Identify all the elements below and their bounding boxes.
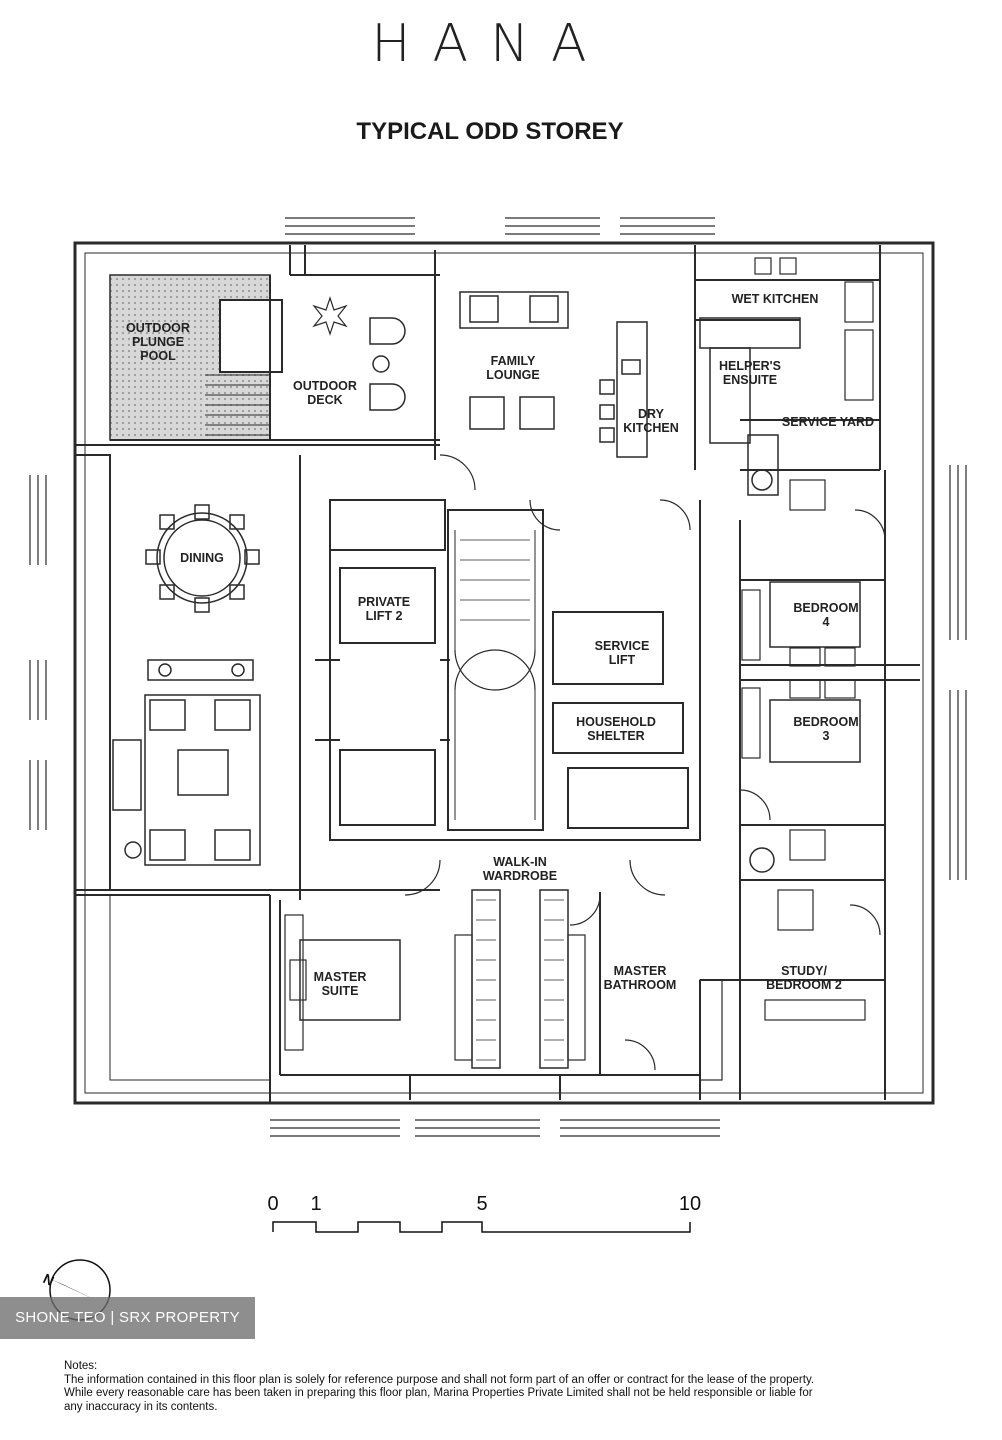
louvers-right: [949, 465, 967, 880]
dining-table: [145, 504, 260, 613]
louvers-bottom: [270, 1119, 720, 1137]
master-suite-walls: [279, 889, 866, 1100]
notes-line: While every reasonable care has been tak…: [64, 1387, 813, 1399]
label-wet-kitchen: WET KITCHEN: [732, 292, 819, 306]
label-study-bedroom-2: STUDY/BEDROOM 2: [766, 964, 842, 992]
louvers-left: [29, 475, 47, 830]
door-swings: [404, 454, 886, 1071]
living-furniture: [112, 659, 261, 866]
north-label: N: [41, 1270, 57, 1289]
bedroom-walls: [699, 470, 920, 1100]
family-lounge-furniture: [459, 291, 569, 430]
scale-label-0: 0: [267, 1193, 278, 1215]
notes-line: The information contained in this floor …: [64, 1373, 815, 1386]
scale-bar: 0 1 5 10: [267, 1193, 701, 1233]
scale-label-1: 1: [310, 1193, 321, 1215]
louvers-top: [285, 217, 715, 235]
label-service-yard: SERVICE YARD: [782, 415, 874, 429]
scale-label-5: 5: [476, 1193, 487, 1215]
brand-logo: HANA: [371, 14, 609, 74]
label-dining: DINING: [180, 551, 224, 565]
plan-title: TYPICAL ODD STOREY: [356, 118, 624, 145]
core-walls: [315, 499, 701, 841]
watermark: SHONE TEO | SRX PROPERTY: [0, 1297, 255, 1339]
wet-kitchen-area: [694, 245, 881, 496]
notes: Notes: The information contained in this…: [64, 1360, 944, 1414]
dry-kitchen-island: [599, 321, 648, 458]
outdoor-deck-furniture: [312, 296, 406, 411]
notes-heading: Notes:: [64, 1360, 98, 1372]
scale-label-10: 10: [679, 1193, 701, 1215]
notes-line: any inaccuracy in its contents.: [64, 1400, 218, 1413]
